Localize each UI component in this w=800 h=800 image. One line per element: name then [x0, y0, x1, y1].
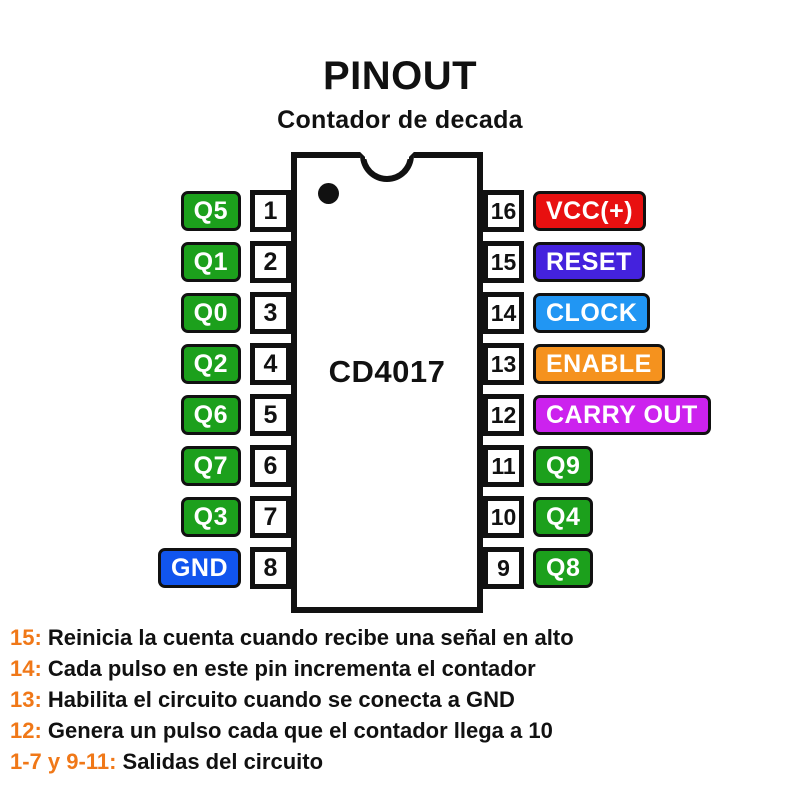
legend-line-5: 1-7 y 9-11: Salidas del circuito [10, 746, 800, 777]
legend-pin-number: 12: [10, 718, 42, 743]
pin-number-7: 7 [250, 496, 291, 538]
legend-line-2: 14: Cada pulso en este pin incrementa el… [10, 653, 800, 684]
pin-number-8: 8 [250, 547, 291, 589]
pin-label-badge-6: Q7 [180, 446, 241, 486]
legend-line-3: 13: Habilita el circuito cuando se conec… [10, 684, 800, 715]
pin-number-2: 2 [250, 241, 291, 283]
legend-pin-number: 1-7 y 9-11: [10, 749, 117, 774]
pin-number-16: 16 [483, 190, 524, 232]
legend-line-4: 12: Genera un pulso cada que el contador… [10, 715, 800, 746]
pin-label-badge-9: Q8 [533, 548, 594, 588]
legend-description: Salidas del circuito [116, 749, 324, 774]
legend-description: Habilita el circuito cuando se conecta a… [41, 687, 515, 712]
pin-label-badge-7: Q3 [180, 497, 241, 537]
pin-label-badge-8: GND [157, 548, 241, 588]
pin-number-6: 6 [250, 445, 291, 487]
pin-label-badge-1: Q5 [180, 191, 241, 231]
page-subtitle: Contador de decada [277, 106, 523, 134]
legend-description: Cada pulso en este pin incrementa el con… [41, 656, 536, 681]
pin-label-badge-5: Q6 [180, 395, 241, 435]
pin-number-10: 10 [483, 496, 524, 538]
pin-number-4: 4 [250, 343, 291, 385]
legend-description: Reinicia la cuenta cuando recibe una señ… [41, 625, 574, 650]
pin-label-badge-10: Q4 [533, 497, 594, 537]
legend-description: Genera un pulso cada que el contador lle… [41, 718, 553, 743]
pin-label-badge-4: Q2 [180, 344, 241, 384]
pin-number-1: 1 [250, 190, 291, 232]
legend: 15: Reinicia la cuenta cuando recibe una… [10, 622, 800, 777]
pin-label-badge-11: Q9 [533, 446, 594, 486]
chip-notch-mask [365, 151, 409, 159]
pin-label-badge-2: Q1 [180, 242, 241, 282]
pin-label-badge-12: CARRY OUT [533, 395, 711, 435]
pin-label-badge-14: CLOCK [533, 293, 651, 333]
pin-label-badge-15: RESET [533, 242, 645, 282]
chip-part-number: CD4017 [328, 354, 446, 389]
page-title: PINOUT [322, 54, 478, 98]
pin-number-15: 15 [483, 241, 524, 283]
pin-label-badge-13: ENABLE [533, 344, 665, 384]
pin-number-3: 3 [250, 292, 291, 334]
pin-number-13: 13 [483, 343, 524, 385]
legend-pin-number: 15: [10, 625, 42, 650]
pin1-indicator-dot-icon [318, 183, 339, 204]
pin-number-12: 12 [483, 394, 524, 436]
legend-line-1: 15: Reinicia la cuenta cuando recibe una… [10, 622, 800, 653]
legend-pin-number: 13: [10, 687, 42, 712]
chip-body: CD4017 [291, 151, 483, 613]
legend-pin-number: 14: [10, 656, 42, 681]
pin-number-14: 14 [483, 292, 524, 334]
pin-label-badge-16: VCC(+) [533, 191, 647, 231]
pin-label-badge-3: Q0 [180, 293, 241, 333]
pin-number-9: 9 [483, 547, 524, 589]
pin-number-5: 5 [250, 394, 291, 436]
pin-number-11: 11 [483, 445, 524, 487]
